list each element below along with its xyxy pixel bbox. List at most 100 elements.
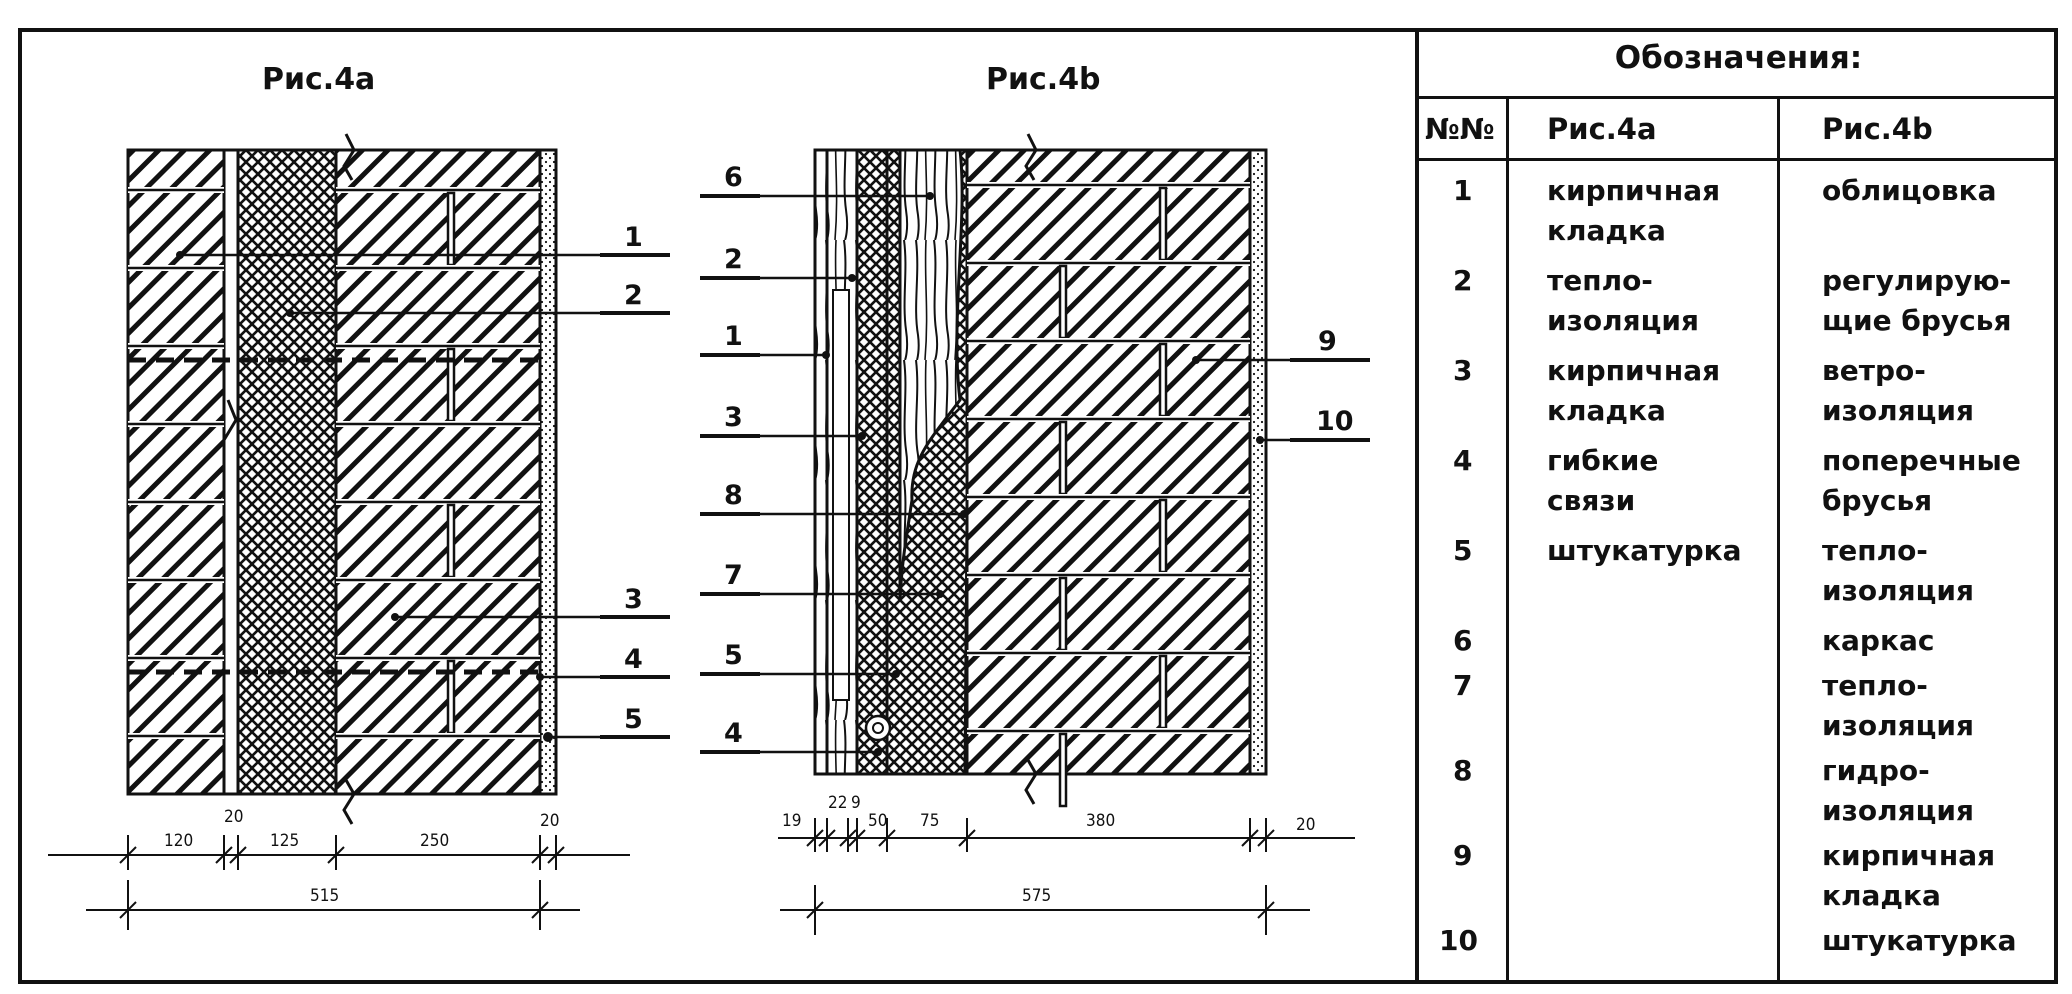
fig-a-callout-5: 5	[624, 704, 643, 735]
figure-a-section: 1 2 3 4 5 120 20 125 250 20	[48, 133, 670, 930]
legend-row-number: 6	[1453, 624, 1473, 657]
figure-b-title: Рис.4b	[986, 62, 1101, 97]
fig-a-dim-20: 20	[224, 807, 243, 827]
fig-a-leader-dots	[176, 251, 553, 742]
legend-row-fig-b: штукатурка	[1822, 924, 2017, 957]
fig-b-dimension-lines	[778, 818, 1355, 935]
fig-b-callout-9: 9	[1318, 326, 1337, 357]
fig-b-callout-2: 2	[724, 244, 743, 275]
legend-title-divider	[1419, 96, 2058, 99]
legend-row-number: 7	[1453, 669, 1473, 702]
legend-row-fig-a: кирпичная кладка	[1547, 174, 1721, 247]
fig-b-callout-3: 3	[724, 402, 743, 433]
legend-table: Обозначения: №№ Рис.4а Рис.4b 1 кирпичная…	[1415, 28, 2058, 984]
fig-b-cladding	[813, 148, 829, 776]
legend-col-divider-1	[1506, 98, 1509, 984]
fig-a-callout-3: 3	[624, 584, 643, 615]
fig-a-brick-courses	[128, 187, 540, 739]
legend-row-fig-b: тепло- изоляция	[1822, 534, 1974, 607]
fig-b-callout-10: 10	[1316, 406, 1354, 437]
legend-row-number: 8	[1453, 754, 1473, 787]
legend-row-fig-a: тепло- изоляция	[1547, 264, 1699, 337]
fig-b-callout-7: 7	[724, 560, 743, 591]
fig-a-inner-masonry	[126, 148, 226, 796]
figure-b-section: 6 2 1 3 8 7 5 4 9 10	[700, 133, 1370, 935]
legend-col-fig-a: Рис.4а	[1547, 112, 1657, 146]
fig-b-plaster	[1248, 148, 1268, 776]
fig-b-dim-19: 19	[782, 811, 801, 831]
fig-b-dim-20: 20	[1296, 815, 1315, 835]
fig-a-dimension-lines	[48, 835, 630, 930]
fig-b-dim-22: 22	[828, 793, 847, 813]
brick-head-joint	[1058, 576, 1068, 652]
legend-row-fig-b: гидро- изоляция	[1822, 754, 1974, 827]
fig-b-dim-380: 380	[1086, 811, 1115, 831]
drawings-area: Рис.4а Рис.4b	[48, 62, 1370, 935]
legend-row-fig-b: тепло- изоляция	[1822, 669, 1974, 742]
legend-row-number: 5	[1453, 534, 1473, 567]
fig-a-outer-masonry	[334, 148, 542, 796]
legend-col-number: №№	[1425, 112, 1495, 146]
fig-b-break-mark	[1024, 759, 1038, 805]
brick-head-joint	[1158, 186, 1168, 262]
fig-a-dim-120: 120	[164, 831, 193, 851]
legend-row-fig-b: поперечные брусья	[1822, 444, 2021, 517]
fig-b-break-mark	[1024, 133, 1038, 181]
legend-row-number: 3	[1453, 354, 1473, 387]
fig-b-dim-75: 75	[920, 811, 939, 831]
fig-b-regulating-batten	[832, 289, 850, 701]
legend-row-fig-b: кирпичная кладка	[1822, 839, 1996, 912]
legend-row-number: 2	[1453, 264, 1473, 297]
brick-head-joint	[1158, 654, 1168, 730]
fig-b-masonry	[965, 148, 1252, 776]
fig-a-callout-4: 4	[624, 644, 643, 675]
fig-a-callout-2: 2	[624, 280, 643, 311]
fig-a-air-gap	[222, 148, 240, 796]
fig-a-insulation	[236, 148, 338, 796]
fig-b-dim-50: 50	[868, 811, 887, 831]
fig-b-callout-1: 1	[724, 321, 743, 352]
legend-title: Обозначения:	[1614, 40, 1863, 76]
fig-b-dim-575: 575	[1022, 886, 1051, 906]
fig-a-plaster	[538, 148, 558, 796]
fig-a-dim-20b: 20	[540, 811, 559, 831]
legend-row-number: 1	[1453, 174, 1473, 207]
legend-row-fig-a: гибкие связи	[1547, 444, 1659, 517]
fig-b-callout-6: 6	[724, 162, 743, 193]
legend-row-fig-b: каркас	[1822, 624, 1935, 657]
brick-head-joint	[1158, 498, 1168, 574]
fig-a-dim-250: 250	[420, 831, 449, 851]
legend-col-fig-b: Рис.4b	[1822, 112, 1933, 146]
fig-b-leaders	[700, 194, 1370, 754]
legend-row-fig-b: регулирую- щие брусья	[1822, 264, 2012, 337]
fig-a-leaders	[180, 253, 670, 739]
legend-row-fig-a: штукатурка	[1547, 534, 1742, 567]
brick-head-joint	[1058, 264, 1068, 340]
brick-head-joint	[1058, 420, 1068, 496]
wall-section-drawings: 1 2 3 4 5 120 20 125 250 20	[48, 133, 1370, 935]
fig-b-fastener-core	[872, 722, 884, 734]
fig-b-callout-5: 5	[724, 640, 743, 671]
fig-a-dim-515: 515	[310, 886, 339, 906]
fig-a-break-mark	[342, 779, 356, 825]
legend-row-number: 10	[1439, 924, 1478, 957]
legend-row-number: 4	[1453, 444, 1473, 477]
fig-b-callout-4: 4	[724, 718, 743, 749]
fig-a-break-mark	[342, 133, 356, 181]
legend-header-divider	[1419, 158, 2058, 161]
legend-row-number: 9	[1453, 839, 1473, 872]
figure-a-title: Рис.4а	[262, 62, 376, 97]
fig-b-callout-8: 8	[724, 480, 743, 511]
fig-a-break-mark	[222, 399, 238, 441]
brick-head-joint	[1158, 342, 1168, 418]
legend-col-divider-2	[1777, 98, 1780, 984]
sheet-frame	[18, 28, 2058, 984]
fig-a-dim-125: 125	[270, 831, 299, 851]
brick-head-joint	[1058, 732, 1068, 808]
fig-b-cross-batten	[898, 148, 964, 601]
legend-row-fig-b: ветро- изоляция	[1822, 354, 1974, 427]
legend-row-fig-b: облицовка	[1822, 174, 1997, 207]
legend-row-fig-a: кирпичная кладка	[1547, 354, 1721, 427]
brick-head-joint	[446, 503, 456, 579]
fig-b-wind-barrier	[855, 148, 889, 776]
